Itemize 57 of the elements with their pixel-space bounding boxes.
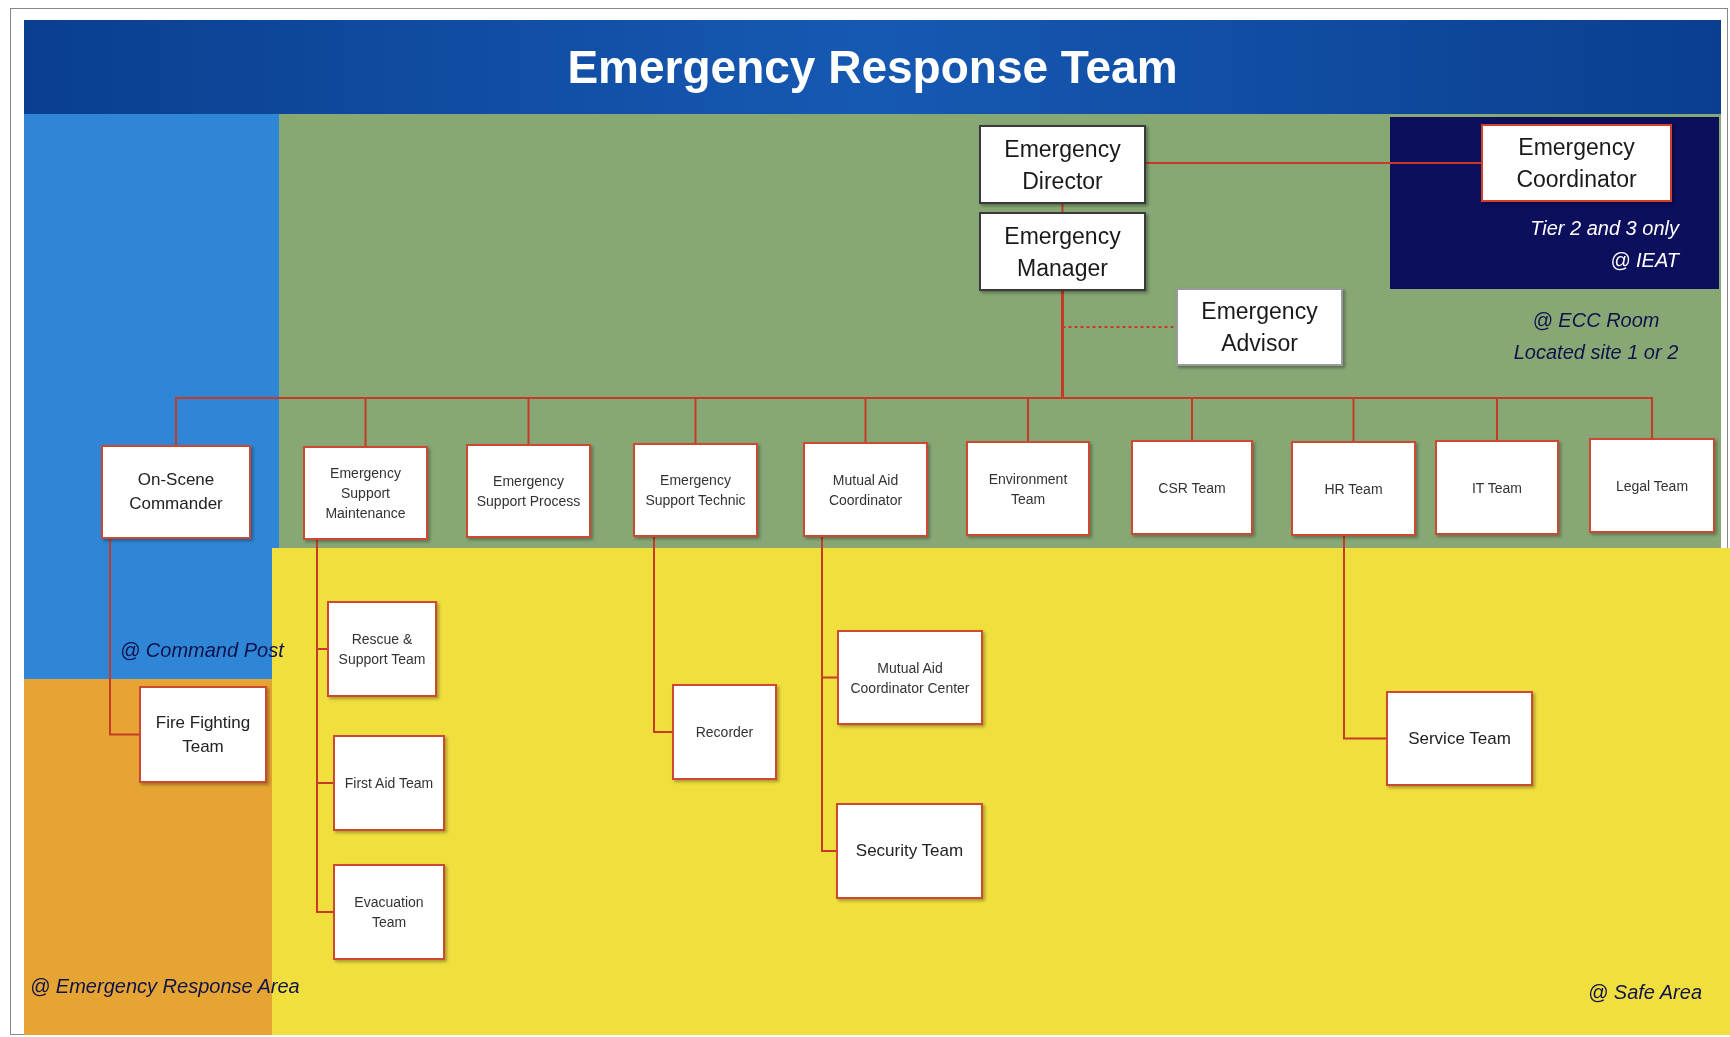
role-label: Evacuation Team [353,893,425,932]
role-box [466,444,591,538]
role-label: Mutual Aid Coordinator Center [849,658,971,698]
area-label: @ ECC Room Located site 1 or 2 [1512,308,1680,365]
role-box [1386,691,1533,786]
role-label: Emergency Coordinator [1515,133,1638,194]
role-label: IT Team [1471,478,1523,498]
role-label: Security Team [855,840,964,862]
role-label: Emergency Support Process [475,472,582,511]
role-box [836,803,983,899]
role-label: Emergency Support Technic [644,471,747,510]
connector-line [1061,203,1064,213]
role-label: Rescue & Support Team [337,630,427,669]
connector-line [653,536,673,733]
role-box [672,684,777,780]
role-box [1176,288,1343,366]
role-box [979,212,1146,291]
role-box [979,125,1146,204]
role-box [803,442,928,537]
area-panel [279,114,1721,548]
role-box [1481,124,1672,202]
role-label: On-Scene Commander [128,469,224,515]
role-label: Fire Fighting Team [154,711,252,758]
role-box [1435,440,1559,535]
role-box [101,445,251,539]
role-box [1291,441,1416,536]
area-label: @ Safe Area [1587,980,1702,1005]
area-label: Tier 2 and 3 only [1530,216,1679,241]
role-label: Emergency Director [1003,134,1122,196]
role-label: Environment Team [987,469,1069,509]
role-box [327,601,437,697]
connector-line [1145,162,1482,164]
role-box [633,443,758,537]
diagram-title: Emergency Response Team [567,39,1178,95]
connector-line [109,538,140,736]
role-label: Emergency Advisor [1200,297,1319,358]
role-label: CSR Team [1158,478,1226,498]
role-label: Emergency Support Maintenance [324,464,407,523]
role-label: Recorder [695,723,754,742]
role-box [303,446,428,540]
role-box [139,686,267,783]
role-box [1589,438,1715,533]
role-box [333,864,445,960]
role-label: Service Team [1408,727,1511,750]
area-label: @ Emergency Response Area [30,974,300,999]
role-box [837,630,983,725]
role-label: Legal Team [1615,476,1689,496]
role-box [333,735,445,831]
role-label: Mutual Aid Coordinator [827,470,904,510]
area-label: @ IEAT [1610,248,1679,273]
role-box [1131,440,1253,535]
role-label: HR Team [1324,479,1383,499]
role-box [966,441,1090,536]
role-label: Emergency Manager [1003,221,1122,283]
role-label: First Aid Team [344,774,434,793]
connector-line [1343,535,1387,740]
area-panel [1390,117,1719,289]
